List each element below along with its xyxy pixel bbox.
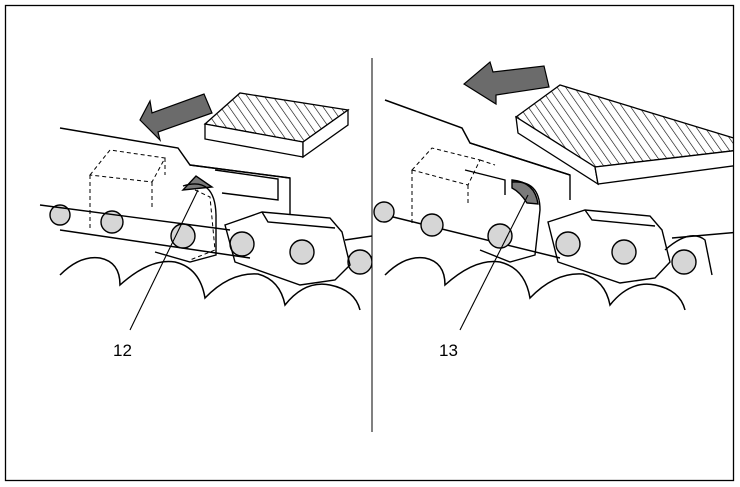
callout-leader-12 [129,189,199,331]
direction-arrow-right-panel [462,60,550,106]
figure-border [4,4,735,482]
cutter-tooth [154,183,217,263]
left-panel: 12 [39,92,372,360]
depth-gauge-slot [464,142,571,205]
right-panel: 13 [373,60,733,360]
chain-links [39,204,372,286]
hidden-outline [411,147,496,225]
callout-leader-13 [459,194,529,331]
hidden-outline [89,149,216,261]
chain-links [547,209,733,284]
file-tool [203,92,350,159]
chain-rivets [373,201,697,275]
callout-label-13: 13 [439,341,458,360]
chain-rivets [49,204,372,275]
direction-arrow-left-panel [139,93,213,142]
chain-underside [384,256,686,311]
depth-gauge-slot [181,164,291,215]
cutter-tooth [479,181,541,263]
callout-label-12: 12 [113,341,132,360]
file-tool [514,84,733,186]
chain-underside [59,256,361,311]
